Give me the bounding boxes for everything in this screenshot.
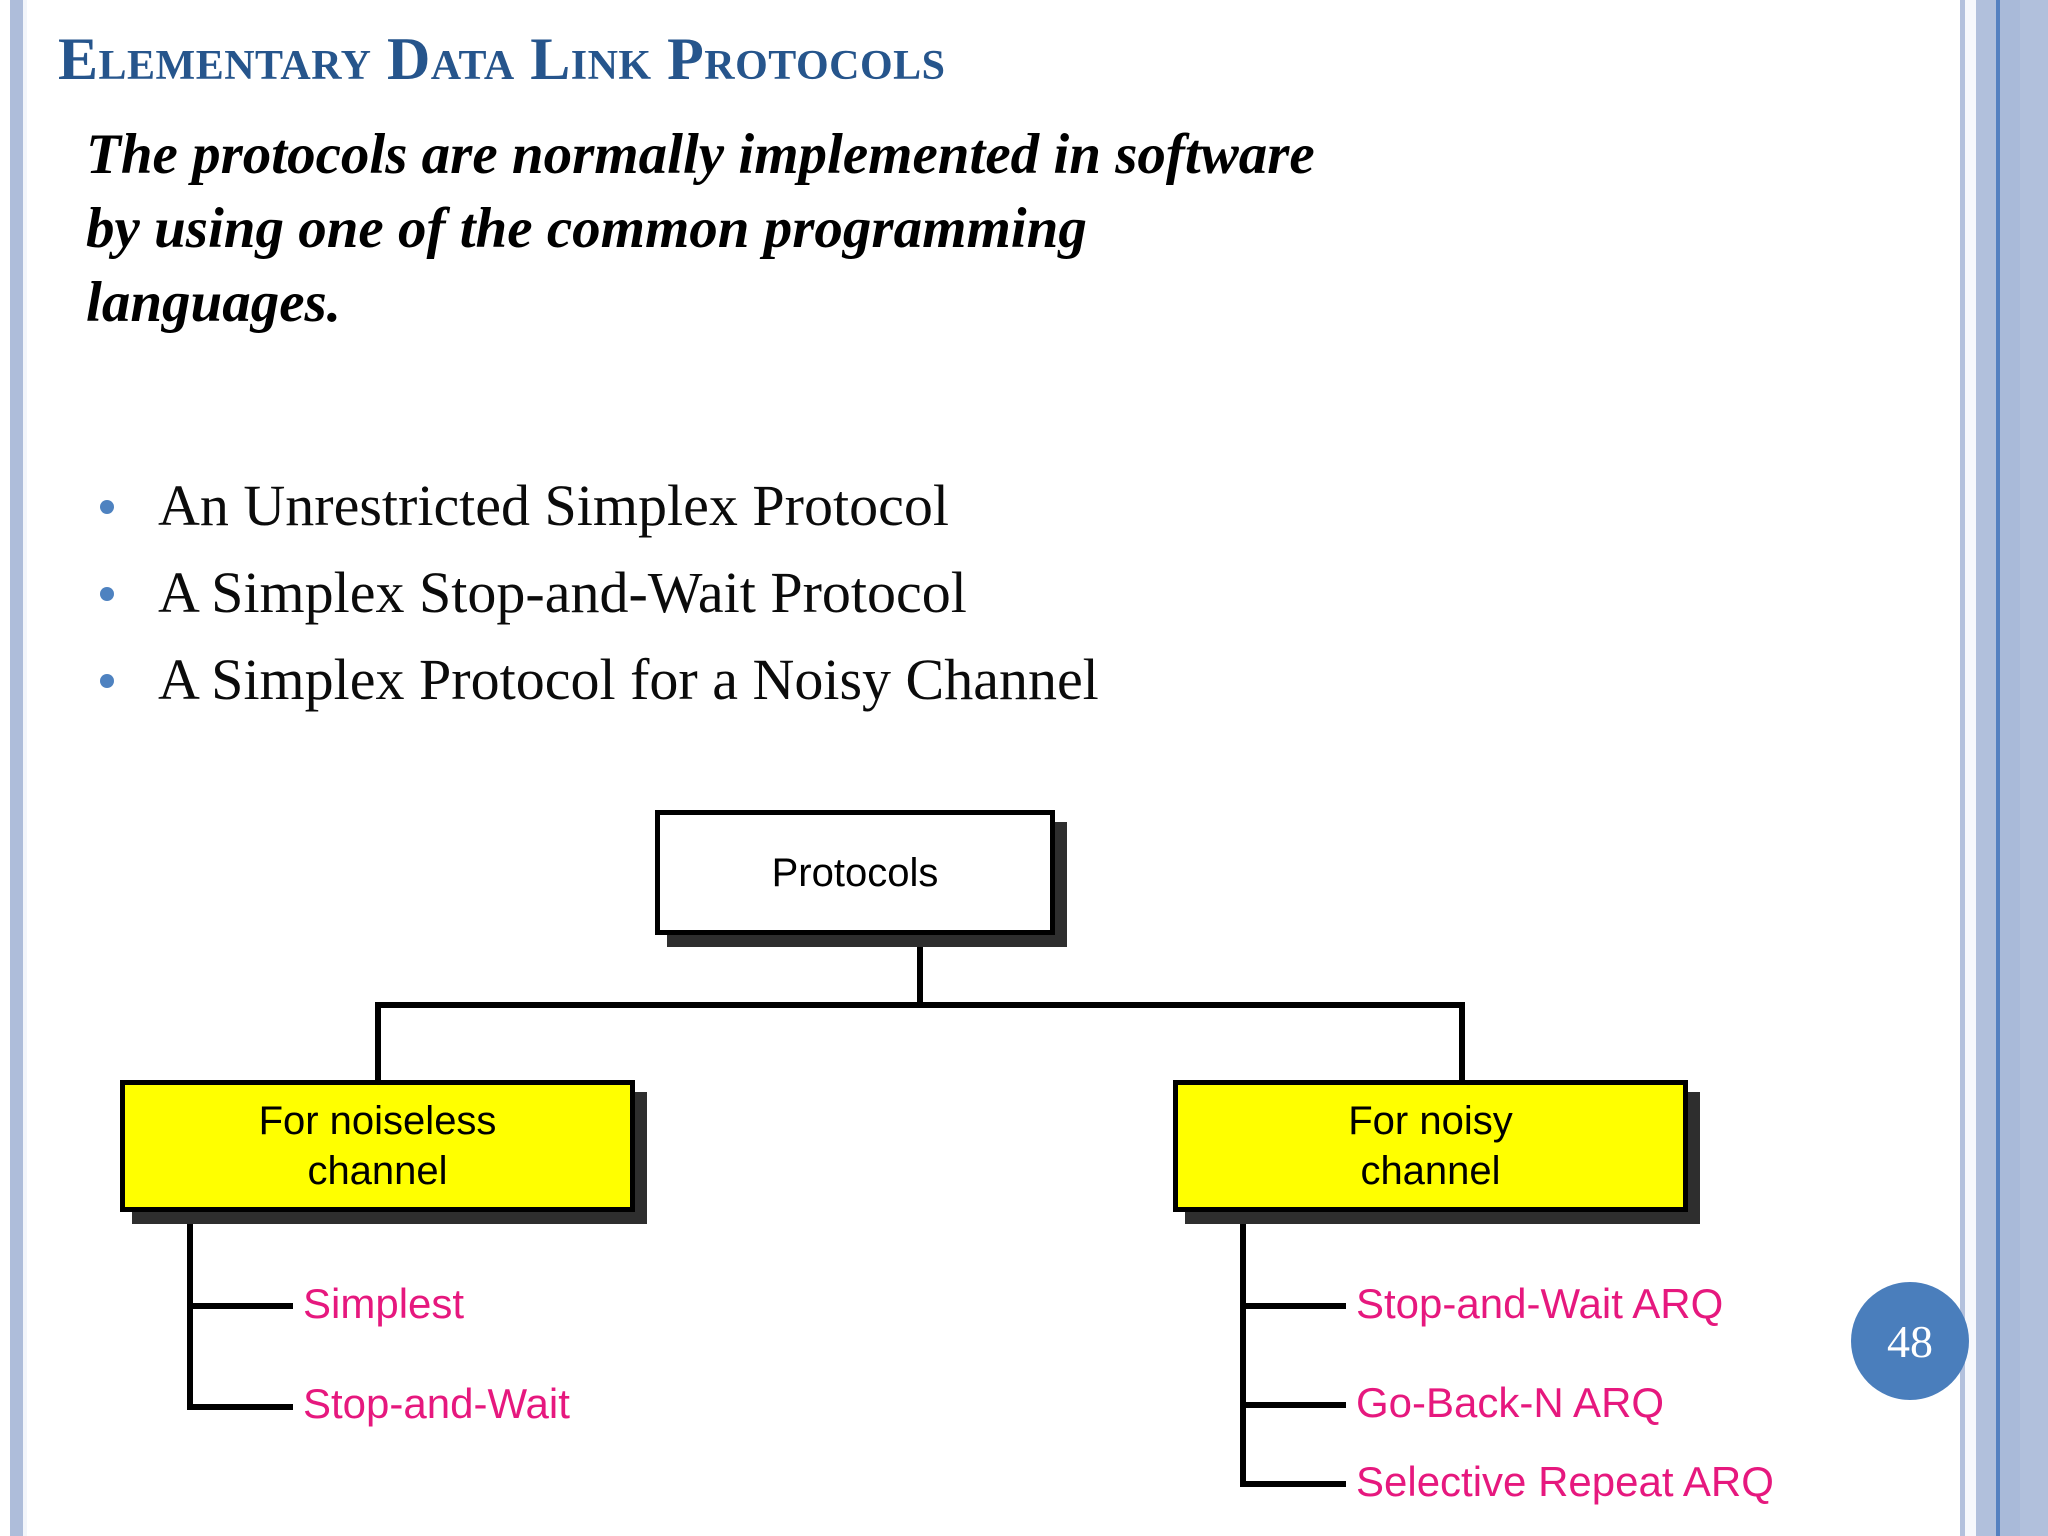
bullet-dot-icon (100, 587, 114, 601)
intro-word: software (1115, 123, 1315, 186)
connector-left-vertical (375, 1002, 381, 1085)
intro-word: protocols (192, 123, 408, 186)
node-for-noiseless-channel-label: For noiseless channel (259, 1096, 497, 1196)
node-protocols-label: Protocols (771, 850, 939, 895)
bullet-label: A Simplex Protocol for a Noisy Channel (158, 647, 1099, 712)
bullet-label: An Unrestricted Simplex Protocol (158, 473, 949, 538)
right-edge-thin-stripe (1960, 0, 1965, 1536)
bullet-label: A Simplex Stop-and-Wait Protocol (158, 560, 967, 625)
intro-word: using (154, 197, 284, 260)
node-for-noisy-channel: For noisy channel (1173, 1080, 1688, 1212)
intro-word: by (86, 197, 140, 260)
node-label-line1: For noisy (1348, 1099, 1513, 1143)
connector-root-vertical (917, 935, 923, 1007)
node-label-line2: channel (307, 1149, 448, 1193)
node-for-noisy-channel-label: For noisy channel (1348, 1096, 1513, 1196)
leaf-tick-left-1 (193, 1303, 293, 1309)
leaf-label-stop-and-wait-arq: Stop-and-Wait ARQ (1356, 1280, 1724, 1327)
intro-line-2: by using one of the common programming (86, 192, 1441, 266)
intro-word: one (298, 197, 384, 260)
intro-word: of (397, 197, 446, 260)
leaf-label-stop-and-wait: Stop-and-Wait (303, 1380, 570, 1427)
leaf-tick-right-3 (1246, 1481, 1346, 1487)
node-label-line1: For noiseless (258, 1099, 497, 1143)
intro-paragraph: The protocols are normally implemented i… (86, 118, 1441, 340)
connector-horizontal-bus (375, 1002, 1465, 1008)
leaf-tick-right-2 (1246, 1402, 1346, 1408)
left-edge-stripe (10, 0, 23, 1536)
page-number-badge: 48 (1851, 1282, 1969, 1400)
connector-right-spine (1240, 1230, 1246, 1487)
intro-word: are (421, 123, 498, 186)
bullet-list: An Unrestricted Simplex Protocol A Simpl… (100, 470, 1600, 731)
intro-word: normally (511, 123, 725, 186)
intro-line-3: languages. (86, 266, 1441, 340)
intro-line-1: The protocols are normally implemented i… (86, 118, 1441, 192)
leaf-tick-left-2 (193, 1404, 293, 1410)
intro-word: implemented (738, 123, 1040, 186)
node-for-noiseless-channel: For noiseless channel (120, 1080, 635, 1212)
right-edge-soft-stripe (2000, 0, 2020, 1536)
node-label-line2: channel (1360, 1149, 1501, 1193)
intro-word: the (459, 197, 533, 260)
right-edge-gap-stripe (1965, 0, 1976, 1536)
connector-right-vertical (1459, 1002, 1465, 1085)
list-item: A Simplex Protocol for a Noisy Channel (100, 644, 1600, 731)
left-edge-inner-stripe (23, 0, 27, 1536)
bullet-dot-icon (100, 674, 114, 688)
list-item: A Simplex Stop-and-Wait Protocol (100, 557, 1600, 644)
page-title: Elementary Data Link Protocols (58, 26, 946, 92)
list-item: An Unrestricted Simplex Protocol (100, 470, 1600, 557)
leaf-label-go-back-n-arq: Go-Back-N ARQ (1356, 1379, 1665, 1426)
intro-word: programming (763, 197, 1087, 260)
leaf-label-selective-repeat-arq: Selective Repeat ARQ (1356, 1458, 1774, 1505)
bullet-dot-icon (100, 500, 114, 514)
leaf-label-simplest: Simplest (303, 1280, 465, 1327)
node-protocols: Protocols (655, 810, 1055, 935)
leaf-tick-right-1 (1246, 1303, 1346, 1309)
intro-word: The (86, 123, 178, 186)
connector-left-spine (187, 1230, 193, 1410)
intro-word: in (1053, 123, 1101, 186)
intro-word: languages. (86, 271, 341, 334)
right-edge-accent-line (1996, 0, 2000, 1536)
intro-word: common (546, 197, 750, 260)
